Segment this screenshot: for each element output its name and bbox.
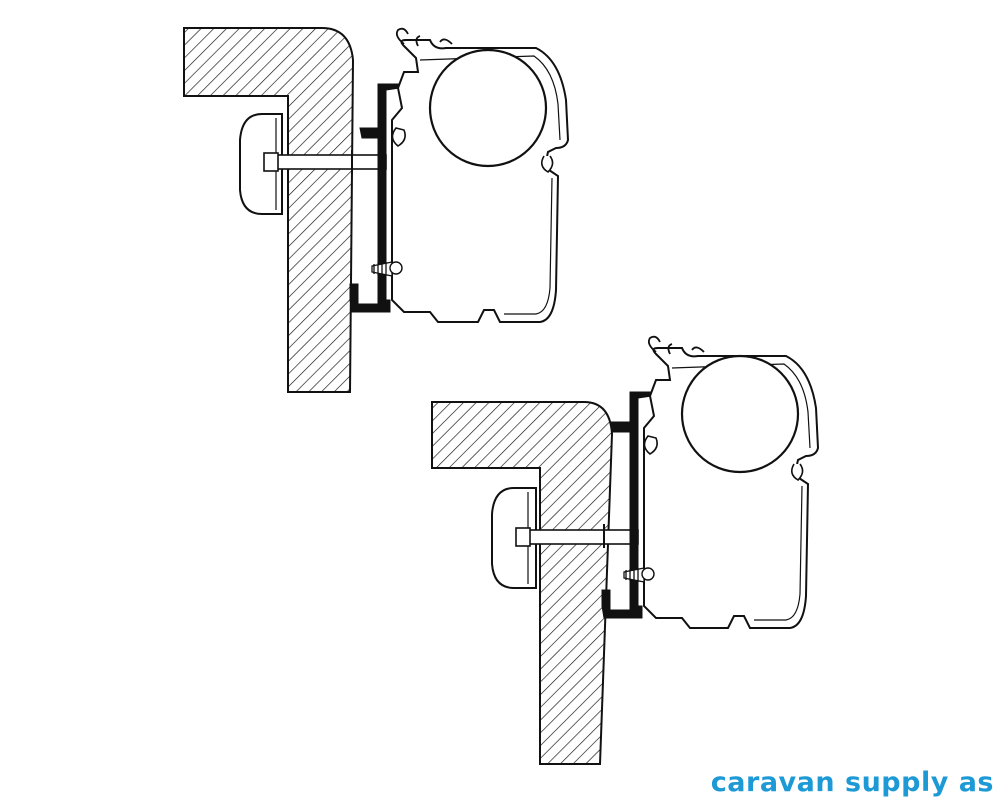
upper-side-clip bbox=[540, 155, 554, 174]
lower-top-hook bbox=[647, 335, 705, 355]
upper-mounting-view bbox=[183, 27, 570, 393]
upper-clip bbox=[391, 127, 406, 147]
lower-screw-head bbox=[641, 567, 655, 581]
upper-screw bbox=[371, 261, 393, 277]
watermark-logo: caravan supply as bbox=[710, 767, 994, 798]
lower-mounting-view bbox=[431, 335, 820, 765]
lower-fabric-roller bbox=[680, 354, 800, 474]
upper-bolt-shaft bbox=[265, 154, 387, 170]
upper-wall-section bbox=[183, 27, 355, 393]
upper-screw-head bbox=[389, 261, 403, 275]
lower-clip bbox=[643, 435, 658, 455]
upper-bolt-nut bbox=[263, 152, 279, 172]
upper-awning-profile-inner bbox=[419, 55, 561, 315]
upper-bolt-cap bbox=[239, 113, 283, 215]
lower-wall-section bbox=[431, 401, 614, 765]
lower-screw bbox=[623, 567, 645, 583]
upper-fabric-roller bbox=[428, 48, 548, 168]
lower-side-clip bbox=[790, 463, 804, 482]
lower-bolt-shaft bbox=[517, 529, 639, 545]
upper-top-hook bbox=[395, 27, 453, 47]
lower-bolt-nut bbox=[515, 527, 531, 547]
lower-awning-profile-inner bbox=[671, 363, 811, 621]
upper-adapter-bracket bbox=[349, 83, 401, 313]
lower-bolt-cap bbox=[491, 487, 537, 589]
